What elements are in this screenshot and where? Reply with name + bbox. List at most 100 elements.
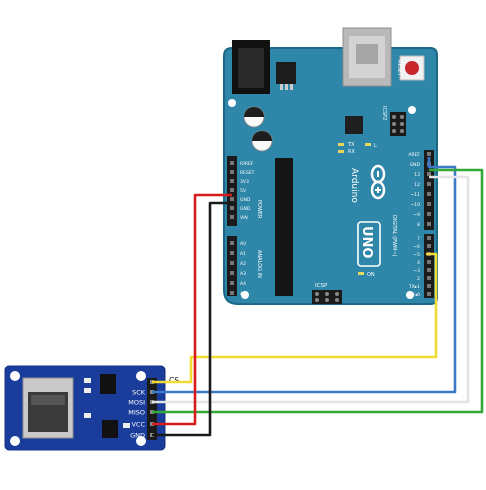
pin-label: ~9 xyxy=(413,212,420,218)
capacitors xyxy=(243,106,273,152)
header-pin-hole xyxy=(230,291,234,295)
header-pin-hole xyxy=(427,244,431,248)
header-pin-hole xyxy=(427,268,431,272)
pin-label: IOREF xyxy=(240,161,254,167)
pin-label: 7 xyxy=(417,236,420,242)
module-smd-component xyxy=(123,423,130,428)
wire-green-miso-to-d12 xyxy=(152,168,484,414)
arduino-uno-board: RESET ICSP2 TX RX L xyxy=(223,27,438,305)
header-pin-hole xyxy=(427,236,431,240)
header-pin-hole xyxy=(427,260,431,264)
pin-label: TX▸1 xyxy=(408,284,420,290)
power-section-label: POWER xyxy=(256,200,262,219)
pin-label: 13 xyxy=(414,172,420,178)
module-pin-label: SCK xyxy=(132,389,146,397)
header-pin-hole xyxy=(427,276,431,280)
header-pin-hole xyxy=(427,152,431,156)
digital-header-bottom xyxy=(424,234,434,298)
pin-label: ~10 xyxy=(411,202,421,208)
pin-label: ~11 xyxy=(411,192,421,198)
header-pin-hole xyxy=(427,222,431,226)
header-pin-hole xyxy=(230,251,234,255)
cs-label: CS xyxy=(169,376,179,385)
status-leds xyxy=(338,143,371,153)
pin-label: GND xyxy=(240,206,251,212)
digital-section-label: DIGITAL (PWM~) xyxy=(391,215,397,257)
power-led xyxy=(358,272,364,275)
pin-label: A0 xyxy=(240,241,246,247)
header-pin-hole xyxy=(230,281,234,285)
icsp-label: ICSP xyxy=(315,283,328,289)
header-pin-hole xyxy=(230,161,234,165)
pin-label: ~6 xyxy=(413,244,420,250)
pin-label: 4 xyxy=(417,260,420,266)
header-pin-hole xyxy=(230,261,234,265)
rx-label: RX xyxy=(348,149,355,155)
header-pin-hole xyxy=(427,182,431,186)
pin-label: VIN xyxy=(240,215,248,221)
tx-label: TX xyxy=(347,142,355,148)
wire-blue-sck-to-d13 xyxy=(152,157,457,394)
header-pin-hole xyxy=(230,271,234,275)
uno-model: UNO xyxy=(359,226,374,259)
wire-black-gnd-to-gnd xyxy=(152,201,232,437)
header-pin-hole xyxy=(427,202,431,206)
icsp-header xyxy=(312,290,342,304)
pin-label: A3 xyxy=(240,271,246,277)
module-pin-label: VCC xyxy=(131,421,145,429)
icsp2-header xyxy=(390,112,406,136)
mounting-hole xyxy=(228,99,236,107)
header-pin-hole xyxy=(230,206,234,210)
arduino-logo xyxy=(370,164,386,200)
icsp2-label: ICSP2 xyxy=(381,106,387,120)
header-pin-hole xyxy=(427,212,431,216)
pin-label: RESET xyxy=(240,170,255,176)
header-pin-hole xyxy=(230,215,234,219)
mounting-hole xyxy=(241,291,249,299)
header-pin-hole xyxy=(427,292,431,296)
pin-label: AREF xyxy=(408,152,420,158)
mounting-hole xyxy=(408,106,416,114)
module-pin-header xyxy=(147,378,157,440)
pin-label: 8 xyxy=(417,222,420,228)
pin-label: 5V xyxy=(240,188,247,194)
led-l-label: L xyxy=(374,143,377,149)
pin-label: A2 xyxy=(240,261,246,267)
reset-label: RESET xyxy=(396,60,402,77)
header-pin-hole xyxy=(427,284,431,288)
module-ic xyxy=(102,420,118,438)
module-mounting-hole xyxy=(10,436,20,446)
header-pin-hole xyxy=(230,170,234,174)
pin-label: ~3 xyxy=(413,268,420,274)
wires xyxy=(152,157,484,437)
header-pin-hole xyxy=(230,179,234,183)
digital-header-top xyxy=(424,150,434,230)
pin-label: GND xyxy=(410,162,421,168)
module-smd-component xyxy=(84,378,91,383)
pin-label: A5 xyxy=(240,291,246,297)
analog-section-label: ANALOG IN xyxy=(256,250,262,278)
header-pin-hole xyxy=(427,172,431,176)
pin-label: A4 xyxy=(240,281,246,287)
pin-label: 12 xyxy=(414,182,420,188)
pin-label: A1 xyxy=(240,251,246,257)
power-jack xyxy=(232,40,270,94)
module-pin-label: GND xyxy=(130,432,145,440)
pin-label: 2 xyxy=(417,276,420,282)
uno-badge: UNO xyxy=(357,221,381,267)
reset-button xyxy=(399,55,425,81)
pin-label: RX◂0 xyxy=(409,292,420,298)
module-smd-component xyxy=(84,413,91,418)
pin-label: GND xyxy=(240,197,251,203)
header-pin-hole xyxy=(230,241,234,245)
wire-red-vcc-to-5v xyxy=(152,193,232,426)
header-pin-hole xyxy=(230,188,234,192)
sd-card-slot xyxy=(22,377,74,439)
usb-chip xyxy=(345,116,363,134)
